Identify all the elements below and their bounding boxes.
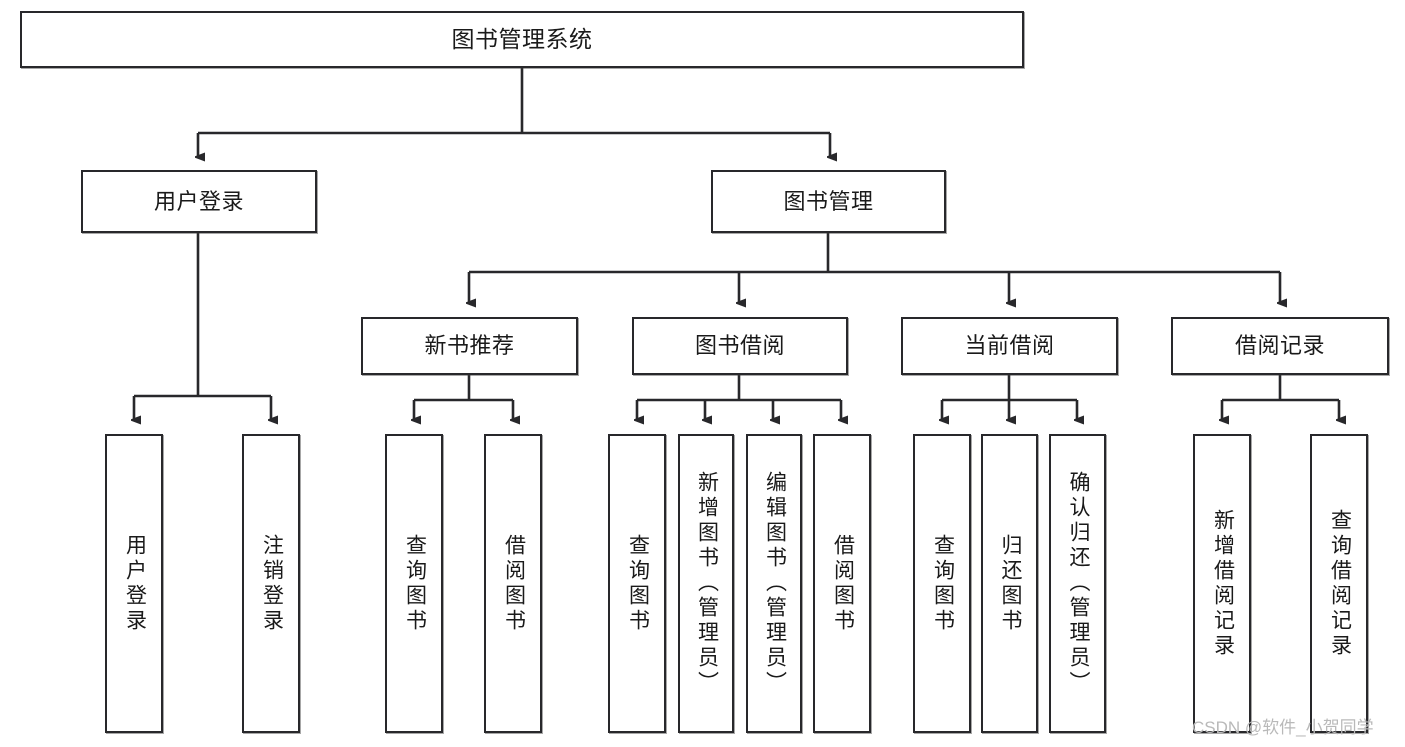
node-label: 新增图书（管理员） — [695, 471, 719, 696]
node-label: 注销登录 — [260, 533, 284, 634]
node-book-borrow[interactable]: 图书借阅 — [632, 317, 848, 375]
node-new-book-recommend[interactable]: 新书推荐 — [361, 317, 578, 375]
node-label: 图书借阅 — [694, 333, 785, 359]
leaf-edit-book-admin[interactable]: 编辑图书（管理员） — [746, 434, 802, 733]
leaf-borrow-book[interactable]: 借阅图书 — [813, 434, 871, 733]
leaf-query-book-borrow[interactable]: 查询图书 — [608, 434, 666, 733]
node-book-management-system[interactable]: 图书管理系统 — [20, 11, 1024, 68]
leaf-return-book[interactable]: 归还图书 — [981, 434, 1038, 733]
node-label: 新书推荐 — [424, 333, 515, 359]
node-label: 归还图书 — [998, 533, 1022, 634]
node-label: 用户登录 — [153, 188, 244, 214]
leaf-query-book-current[interactable]: 查询图书 — [913, 434, 971, 733]
node-label: 查询图书 — [626, 533, 650, 634]
node-label: 借阅记录 — [1234, 333, 1325, 359]
node-label: 查询借阅记录 — [1328, 508, 1352, 659]
node-label: 新增借阅记录 — [1211, 508, 1235, 659]
leaf-query-borrow-record[interactable]: 查询借阅记录 — [1310, 434, 1368, 733]
node-label: 编辑图书（管理员） — [763, 471, 787, 696]
leaf-user-login[interactable]: 用户登录 — [105, 434, 163, 733]
node-label: 当前借阅 — [964, 333, 1055, 359]
leaf-borrow-book-recommend[interactable]: 借阅图书 — [484, 434, 542, 733]
leaf-add-book-admin[interactable]: 新增图书（管理员） — [678, 434, 734, 733]
node-label: 用户登录 — [123, 533, 147, 634]
node-borrow-record[interactable]: 借阅记录 — [1171, 317, 1389, 375]
node-label: 确认归还（管理员） — [1066, 471, 1090, 696]
watermark-text: CSDN @软件_小贺同学 — [1192, 718, 1374, 737]
node-label: 借阅图书 — [502, 533, 526, 634]
leaf-confirm-return-admin[interactable]: 确认归还（管理员） — [1049, 434, 1106, 733]
node-book-management[interactable]: 图书管理 — [711, 170, 946, 233]
leaf-query-book-recommend[interactable]: 查询图书 — [385, 434, 443, 733]
node-label: 图书管理 — [783, 188, 874, 214]
node-current-borrow[interactable]: 当前借阅 — [901, 317, 1118, 375]
leaf-add-borrow-record[interactable]: 新增借阅记录 — [1193, 434, 1251, 733]
node-label: 借阅图书 — [831, 533, 855, 634]
node-label: 查询图书 — [931, 533, 955, 634]
leaf-logout-login[interactable]: 注销登录 — [242, 434, 300, 733]
node-label: 查询图书 — [403, 533, 427, 634]
node-label: 图书管理系统 — [451, 25, 593, 52]
node-user-login[interactable]: 用户登录 — [81, 170, 317, 233]
